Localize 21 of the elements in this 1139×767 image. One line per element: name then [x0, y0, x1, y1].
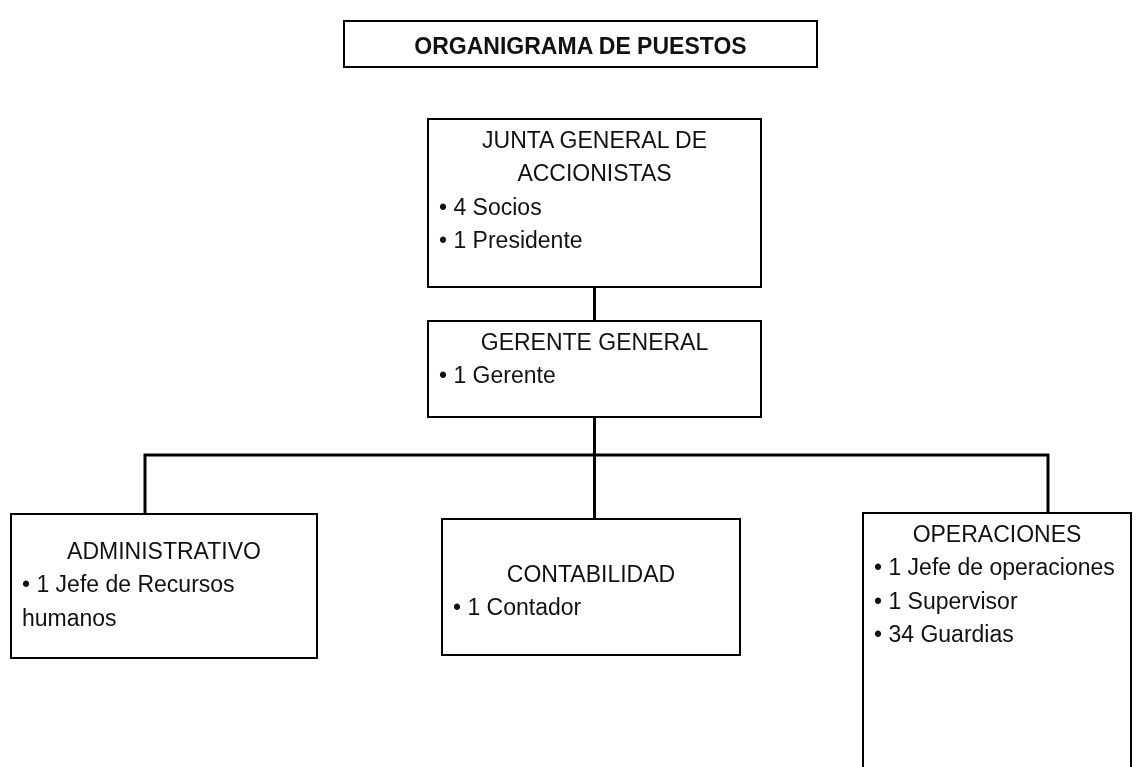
box-heading: JUNTA GENERAL DE ACCIONISTAS: [481, 126, 708, 189]
org-box: [441, 518, 741, 656]
list-item: • 34 Guardias: [874, 620, 1015, 650]
org-box: [427, 118, 762, 288]
list-item: • 1 Jefe de operaciones: [874, 553, 1116, 583]
box-heading: ORGANIGRAMA DE PUESTOS: [413, 32, 748, 61]
list-item: • 4 Socios: [439, 192, 543, 222]
list-item: • 1 Jefe de Recursos humanos: [22, 570, 236, 633]
list-item: • 1 Contador: [453, 593, 583, 623]
list-item: • 1 Presidente: [439, 226, 584, 256]
org-box: [427, 320, 762, 418]
box-heading: ADMINISTRATIVO: [66, 537, 262, 566]
list-item: • 1 Gerente: [439, 361, 557, 391]
box-heading: GERENTE GENERAL: [479, 328, 710, 357]
org-box: [862, 512, 1132, 767]
title-box: [343, 20, 818, 68]
connector-line: [593, 288, 596, 320]
box-heading: OPERACIONES: [911, 520, 1083, 549]
list-item: • 1 Supervisor: [874, 586, 1019, 616]
box-heading: CONTABILIDAD: [505, 560, 677, 589]
org-box: [10, 513, 318, 659]
